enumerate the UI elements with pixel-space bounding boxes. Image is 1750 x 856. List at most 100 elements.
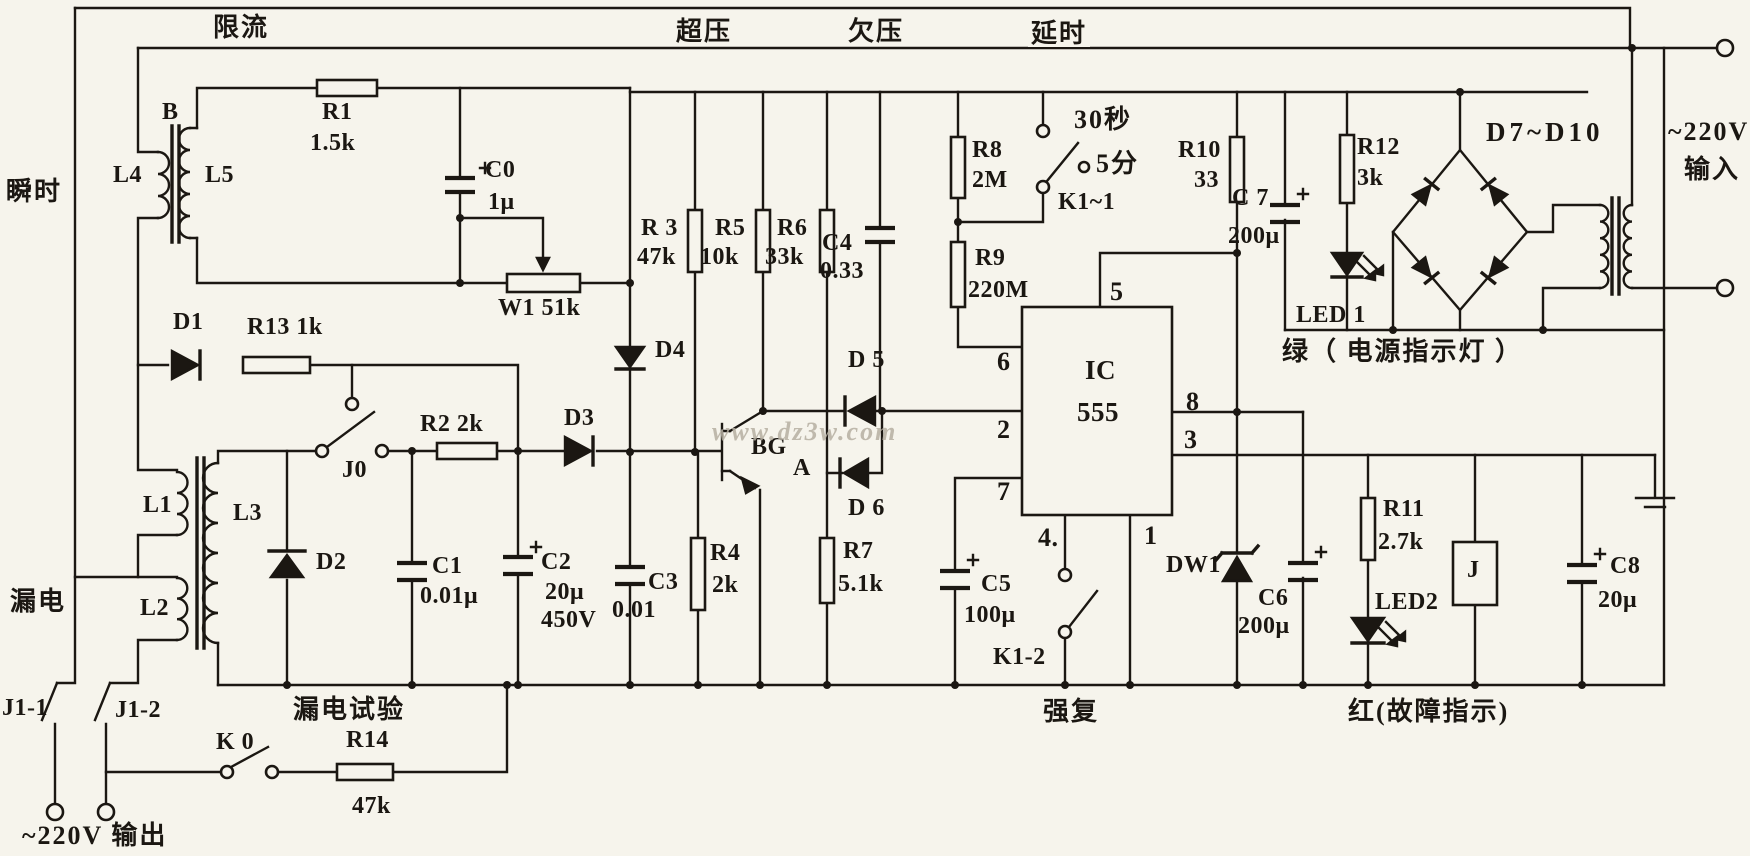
d6-diode: [841, 456, 870, 490]
junction-dots: [283, 44, 1636, 689]
d2-diode: [268, 552, 306, 579]
terminals-and-contacts: [45, 38, 1735, 822]
label-c7: C 7: [1232, 185, 1269, 211]
label-r5-value: 10k: [700, 244, 739, 270]
label-r3-value: 47k: [637, 244, 676, 270]
label-l1: L1: [143, 492, 173, 518]
k1-1-contact-bottom: [1035, 179, 1051, 195]
label-l5: L5: [205, 162, 235, 188]
input-terminal-top: [1715, 38, 1735, 58]
label-r4-value: 2k: [712, 572, 739, 598]
label-c0: C0: [485, 157, 516, 183]
label-c6: C6: [1258, 585, 1289, 611]
label-r9-value: 220M: [968, 277, 1029, 303]
label-j0: J0: [342, 457, 367, 483]
label-30sec: 30秒: [1074, 105, 1133, 134]
label-r14-value: 47k: [352, 793, 391, 819]
label-led2: LED2: [1375, 589, 1439, 615]
label-c4: C4: [822, 230, 853, 256]
k1-1-contact-5min: [1077, 160, 1091, 174]
label-r1: R1: [322, 99, 353, 125]
relay-J-box: [1451, 540, 1499, 607]
output-terminal-left: [45, 802, 65, 822]
label-c7-value: 200μ: [1228, 223, 1280, 249]
label-c3: C3: [648, 569, 679, 595]
label-l2: L2: [140, 595, 170, 621]
label-j1-2: J1-2: [115, 697, 161, 723]
output-terminal-right: [96, 802, 116, 822]
d4-diode: [613, 345, 647, 370]
label-555: 555: [1077, 397, 1119, 427]
label-r6: R6: [777, 215, 808, 241]
led1-symbol: [1329, 251, 1385, 282]
label-r10-value: 33: [1194, 167, 1219, 193]
label-d7-d10: D7~D10: [1486, 117, 1604, 147]
diode-symbols: [170, 251, 1407, 648]
label-r2: R2 2k: [420, 411, 484, 437]
j0-contact-right: [374, 443, 390, 459]
label-w1: W1 51k: [498, 295, 581, 321]
label-r7-value: 5.1k: [838, 571, 884, 597]
label-c1-value: 0.01μ: [420, 583, 479, 609]
k1-2-contact-bottom: [1057, 624, 1073, 640]
label-pin3: 3: [1184, 425, 1198, 454]
transformer-B: [156, 124, 199, 244]
k1-2-contact-top: [1057, 567, 1073, 583]
label-pin1: 1: [1144, 521, 1158, 550]
label-pin2: 2: [997, 415, 1011, 444]
w1-wiper-arrow: [535, 256, 551, 273]
label-c8-value: 20μ: [1598, 587, 1638, 613]
label-l3: L3: [233, 500, 263, 526]
label-c2-value: 20μ: [545, 579, 585, 605]
label-d2: D2: [316, 549, 347, 575]
label-c5: C5: [981, 571, 1012, 597]
label-r4: R4: [710, 540, 741, 566]
label-r1-value: 1.5k: [310, 130, 356, 156]
label-leakage-test: 漏电试验: [293, 695, 406, 724]
label-d5: D 5: [848, 347, 885, 373]
label-r5: R5: [715, 215, 746, 241]
watermark: www.dz3w.com: [712, 417, 898, 446]
led2-symbol: [1349, 616, 1407, 648]
label-c1: C1: [432, 553, 463, 579]
label-node-a: A: [793, 455, 811, 481]
label-current-limit: 限流: [213, 13, 270, 42]
label-c8: C8: [1610, 553, 1641, 579]
label-delay: 延时: [1028, 20, 1091, 47]
label-k1-2: K1-2: [993, 644, 1046, 670]
label-pin4: 4.: [1038, 523, 1059, 552]
label-r11: R11: [1383, 496, 1425, 522]
wires: [40, 6, 1720, 807]
ic-555-box: [1020, 305, 1174, 517]
capacitor-symbols: [397, 161, 1607, 591]
k0-contact-right: [264, 764, 280, 780]
label-r14: R14: [346, 727, 389, 753]
label-k1-1: K1~1: [1058, 189, 1116, 215]
k1-1-contact-top: [1035, 123, 1051, 139]
d3-diode: [563, 434, 594, 468]
label-green-power: 绿（ 电源指示灯 ）: [1282, 337, 1524, 366]
label-c2-voltage: 450V: [541, 607, 597, 633]
label-r8: R8: [972, 137, 1003, 163]
j0-contact-left: [314, 443, 330, 459]
label-r11-value: 2.7k: [1378, 529, 1424, 555]
label-c0-value: 1μ: [488, 189, 515, 215]
label-force-reset: 强复: [1043, 697, 1100, 726]
label-relay-j: J: [1467, 557, 1480, 583]
label-pin7: 7: [997, 477, 1011, 506]
label-instantaneous: 瞬时: [6, 177, 63, 206]
label-pin8: 8: [1186, 387, 1200, 416]
d5-diode: [846, 394, 877, 428]
label-b: B: [162, 99, 179, 125]
label-pin6: 6: [997, 347, 1011, 376]
label-output-220v: ~220V 输出: [22, 821, 168, 850]
k0-contact-left: [219, 764, 235, 780]
input-terminal-bottom: [1715, 278, 1735, 298]
label-input-voltage: ~220V: [1668, 117, 1750, 146]
label-r6-value: 33k: [765, 244, 804, 270]
resistor-symbols: [241, 78, 1377, 782]
label-l4: L4: [113, 162, 143, 188]
label-r12-value: 3k: [1357, 165, 1384, 191]
